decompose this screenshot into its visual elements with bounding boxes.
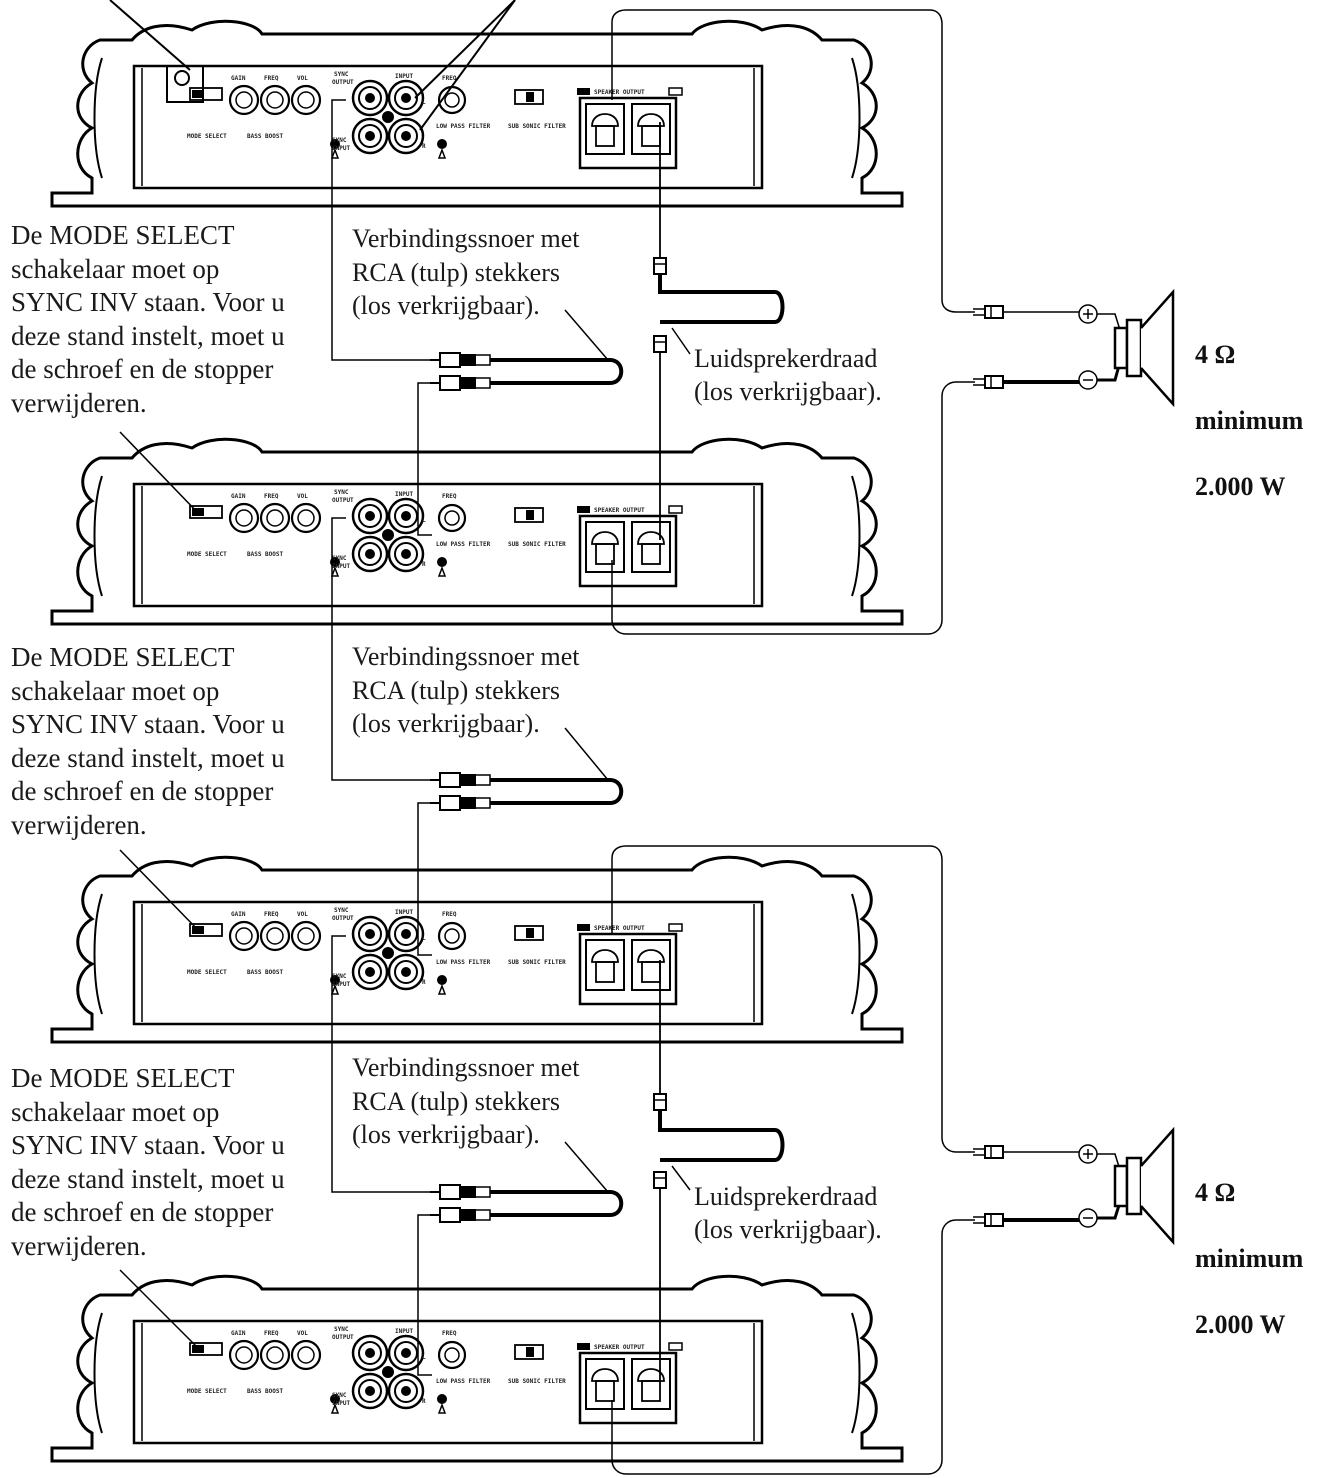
speaker-wire-coil-1 — [658, 274, 785, 324]
rca-cable-3 — [331, 935, 624, 1376]
speaker-wire-loop-2 — [611, 845, 975, 1153]
mode-select-note-3: De MODE SELECT schakelaar moet op SYNC I… — [11, 1063, 285, 1261]
speaker-wire-callout-1 — [671, 327, 691, 355]
speaker-impedance: 4 Ω — [1195, 340, 1236, 369]
speaker-wire-loop-2b — [611, 1219, 975, 1475]
speaker-wire-note-2: Luidsprekerdraad (los verkrijgbaar). — [694, 1182, 882, 1244]
speaker-wire-callout-2 — [671, 1165, 691, 1191]
speaker-impedance: 4 Ω — [1195, 1178, 1236, 1207]
speaker-wire-coil-2 — [658, 1110, 785, 1162]
speaker-wire-lug-upper-2 — [653, 1093, 667, 1111]
amplifier-2 — [50, 437, 904, 626]
speaker-spec-1: 4 Ω minimum 2.000 W — [1195, 305, 1303, 536]
rca-cable-1 — [331, 99, 624, 536]
speaker-minimum-label: minimum — [1195, 1244, 1304, 1273]
speaker-power: 2.000 W — [1195, 1310, 1286, 1339]
mode-select-callout-3 — [119, 1269, 201, 1351]
mode-select-callout-2 — [119, 849, 201, 933]
callout-line-input-r — [419, 0, 516, 131]
mode-select-note-2: De MODE SELECT schakelaar moet op SYNC I… — [11, 642, 285, 840]
rca-cable-note-2: Verbindingssnoer met RCA (tulp) stekkers… — [352, 642, 580, 738]
rca-cable-2 — [331, 517, 624, 956]
mode-select-note-1: De MODE SELECT schakelaar moet op SYNC I… — [11, 220, 285, 418]
mode-select-callout-1 — [119, 431, 201, 516]
speaker-wire-loop-1b — [611, 381, 975, 635]
speaker-wire-lug-lower-2 — [653, 1171, 667, 1189]
rca-cable-note-1: Verbindingssnoer met RCA (tulp) stekkers… — [352, 224, 580, 320]
callout-line-screw — [109, 0, 191, 71]
callout-line-input-l — [414, 0, 516, 99]
speaker-wire-lug-lower-1 — [653, 335, 667, 353]
speaker-wire-note-1: Luidsprekerdraad (los verkrijgbaar). — [694, 344, 882, 406]
speaker-wire-lug-upper-1 — [653, 257, 667, 275]
speaker-minimum-label: minimum — [1195, 406, 1304, 435]
amplifier-4 — [50, 1274, 904, 1463]
rca-cable-note-3: Verbindingssnoer met RCA (tulp) stekkers… — [352, 1053, 580, 1149]
amplifier-3 — [50, 855, 904, 1044]
screw-marker — [166, 65, 204, 103]
amplifier-1 — [50, 19, 904, 208]
screw-icon — [174, 70, 190, 86]
speaker-power: 2.000 W — [1195, 472, 1286, 501]
speaker-wire-loop-1 — [611, 9, 975, 313]
speaker-2 — [972, 1128, 1175, 1244]
speaker-spec-2: 4 Ω minimum 2.000 W — [1195, 1143, 1303, 1374]
speaker-1 — [972, 290, 1175, 406]
